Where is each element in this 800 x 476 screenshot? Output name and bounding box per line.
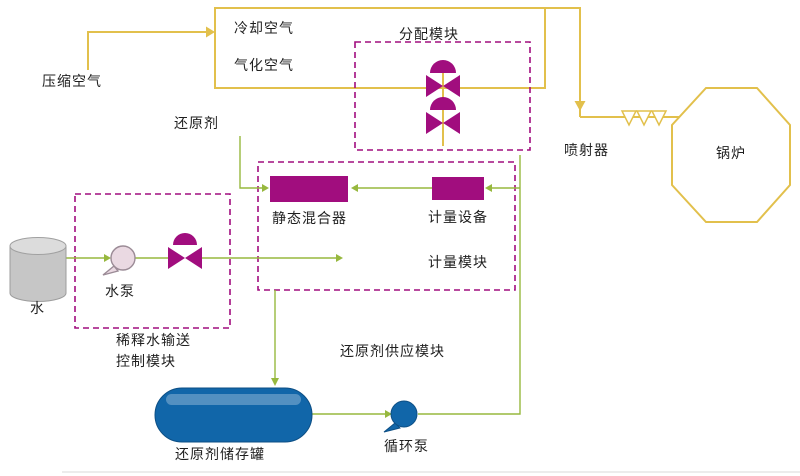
water-pump-label: 水泵 <box>105 284 135 300</box>
metering-device-label: 计量设备 <box>428 210 488 226</box>
injector-label: 喷射器 <box>564 143 609 159</box>
riser-to-metering-arrow <box>485 184 492 192</box>
distribution-valve-bottom-icon <box>426 97 460 134</box>
reductant-label: 还原剂 <box>174 116 219 132</box>
distribution-module-box <box>354 41 531 151</box>
dilution-water-arrow <box>336 254 343 262</box>
air-supply-box <box>214 7 546 89</box>
metering-device-shape <box>432 177 484 200</box>
distribution-module-label: 分配模块 <box>399 27 459 43</box>
dilution-module-label-line2: 控制模块 <box>116 354 176 370</box>
tank-to-pump-arrow <box>385 410 392 418</box>
compressed-air-pipe <box>87 31 206 70</box>
reductant-line-arrow <box>262 184 269 192</box>
water-pump-icon <box>102 245 136 276</box>
reductant-line <box>239 136 262 189</box>
air-to-injector-pipe <box>545 7 581 117</box>
injector-nozzle-icon <box>620 110 668 127</box>
distribution-valve-top-icon <box>426 60 460 97</box>
compressed-air-label: 压缩空气 <box>42 74 102 90</box>
metering-module-label: 计量模块 <box>428 255 488 271</box>
cooling-air-label: 冷却空气 <box>234 21 294 37</box>
boiler-label: 锅炉 <box>716 146 746 162</box>
metering-module-box <box>257 161 516 291</box>
boiler-shape <box>671 87 791 223</box>
static-mixer-shape <box>270 176 348 202</box>
reductant-supply-module-label: 还原剂供应模块 <box>340 344 445 360</box>
dilution-valve-icon <box>168 233 202 269</box>
supply-to-tank-arrow <box>271 378 279 386</box>
storage-tank-label: 还原剂储存罐 <box>175 447 265 463</box>
atomizing-air-label: 气化空气 <box>234 58 294 74</box>
water-to-pump-arrow <box>104 254 111 262</box>
circulation-riser-line <box>418 155 521 415</box>
injector-down-arrow <box>574 101 586 111</box>
dilution-module-label-line1: 稀释水输送 <box>116 333 191 349</box>
water-tank-cylinder <box>9 237 67 302</box>
circulation-pump-icon <box>383 400 418 433</box>
water-label: 水 <box>30 301 45 317</box>
compressed-air-arrow <box>206 26 215 38</box>
circulation-pump-label: 循环泵 <box>384 439 429 455</box>
storage-tank-shape <box>154 387 313 443</box>
metering-to-mixer-arrow <box>351 184 358 192</box>
dilution-module-box <box>74 193 231 329</box>
static-mixer-label: 静态混合器 <box>272 211 347 227</box>
